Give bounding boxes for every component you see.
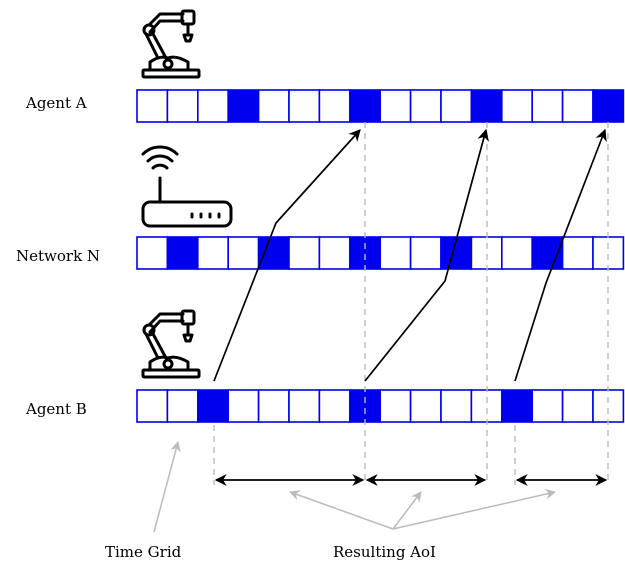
time-slot: [409, 389, 442, 423]
time-grid-row-agent-b: [136, 389, 625, 423]
time-slot-active: [500, 389, 533, 423]
time-slot-active: [348, 89, 381, 123]
time-slot: [379, 89, 412, 123]
time-grid-pointer: [153, 440, 181, 533]
time-slot: [197, 89, 230, 123]
time-slot: [318, 236, 351, 270]
time-slot: [592, 236, 625, 270]
time-slot: [379, 236, 412, 270]
time-slot-active: [166, 236, 199, 270]
time-slot-active: [227, 89, 260, 123]
time-slot: [409, 236, 442, 270]
time-slot: [470, 236, 503, 270]
time-slot: [318, 389, 351, 423]
aoi-pointer: [392, 491, 422, 530]
time-slot: [288, 236, 321, 270]
robot-arm-icon: [141, 309, 201, 379]
time-slot: [288, 89, 321, 123]
time-slot-active: [348, 236, 381, 270]
time-slot: [561, 89, 594, 123]
time-slot: [136, 389, 169, 423]
row-label-agent-b: Agent B: [25, 400, 87, 418]
update-paths: [213, 128, 607, 382]
time-slot: [500, 89, 533, 123]
aoi-pointer: [392, 488, 557, 530]
time-grid-row-agent-a: [136, 89, 625, 123]
time-grid-label: Time Grid: [105, 543, 182, 561]
time-slot: [197, 236, 230, 270]
router-icon: [141, 145, 233, 228]
time-slot: [318, 89, 351, 123]
time-slot: [379, 389, 412, 423]
time-slot: [288, 389, 321, 423]
time-slot: [561, 389, 594, 423]
time-slot: [166, 389, 199, 423]
time-slot: [409, 89, 442, 123]
time-slot-active: [348, 389, 381, 423]
aoi-pointer: [289, 490, 394, 530]
time-slot-active: [592, 89, 625, 123]
row-label-network-n: Network N: [16, 247, 100, 265]
pointer-arrows: [153, 440, 557, 533]
time-slot: [470, 389, 503, 423]
robot-arm-icon: [141, 9, 201, 79]
time-slot: [531, 89, 564, 123]
time-slot-active: [197, 389, 230, 423]
time-grid-row-network-n: [136, 236, 625, 270]
time-slot: [136, 236, 169, 270]
time-slot: [592, 389, 625, 423]
time-slot: [440, 89, 473, 123]
time-slot-active: [257, 236, 290, 270]
guide-lines: [213, 122, 609, 485]
time-slot: [440, 389, 473, 423]
time-slot: [257, 389, 290, 423]
time-slot: [257, 89, 290, 123]
time-slot: [227, 389, 260, 423]
time-slot: [561, 236, 594, 270]
time-slot: [500, 236, 533, 270]
time-slot: [227, 236, 260, 270]
time-slot: [136, 89, 169, 123]
update-path: [364, 128, 489, 382]
time-slot: [166, 89, 199, 123]
resulting-aoi-label: Resulting AoI: [333, 543, 436, 561]
row-label-agent-a: Agent A: [25, 94, 87, 112]
update-path: [213, 129, 361, 382]
time-slot-active: [470, 89, 503, 123]
update-path: [514, 128, 607, 382]
time-slot: [531, 389, 564, 423]
